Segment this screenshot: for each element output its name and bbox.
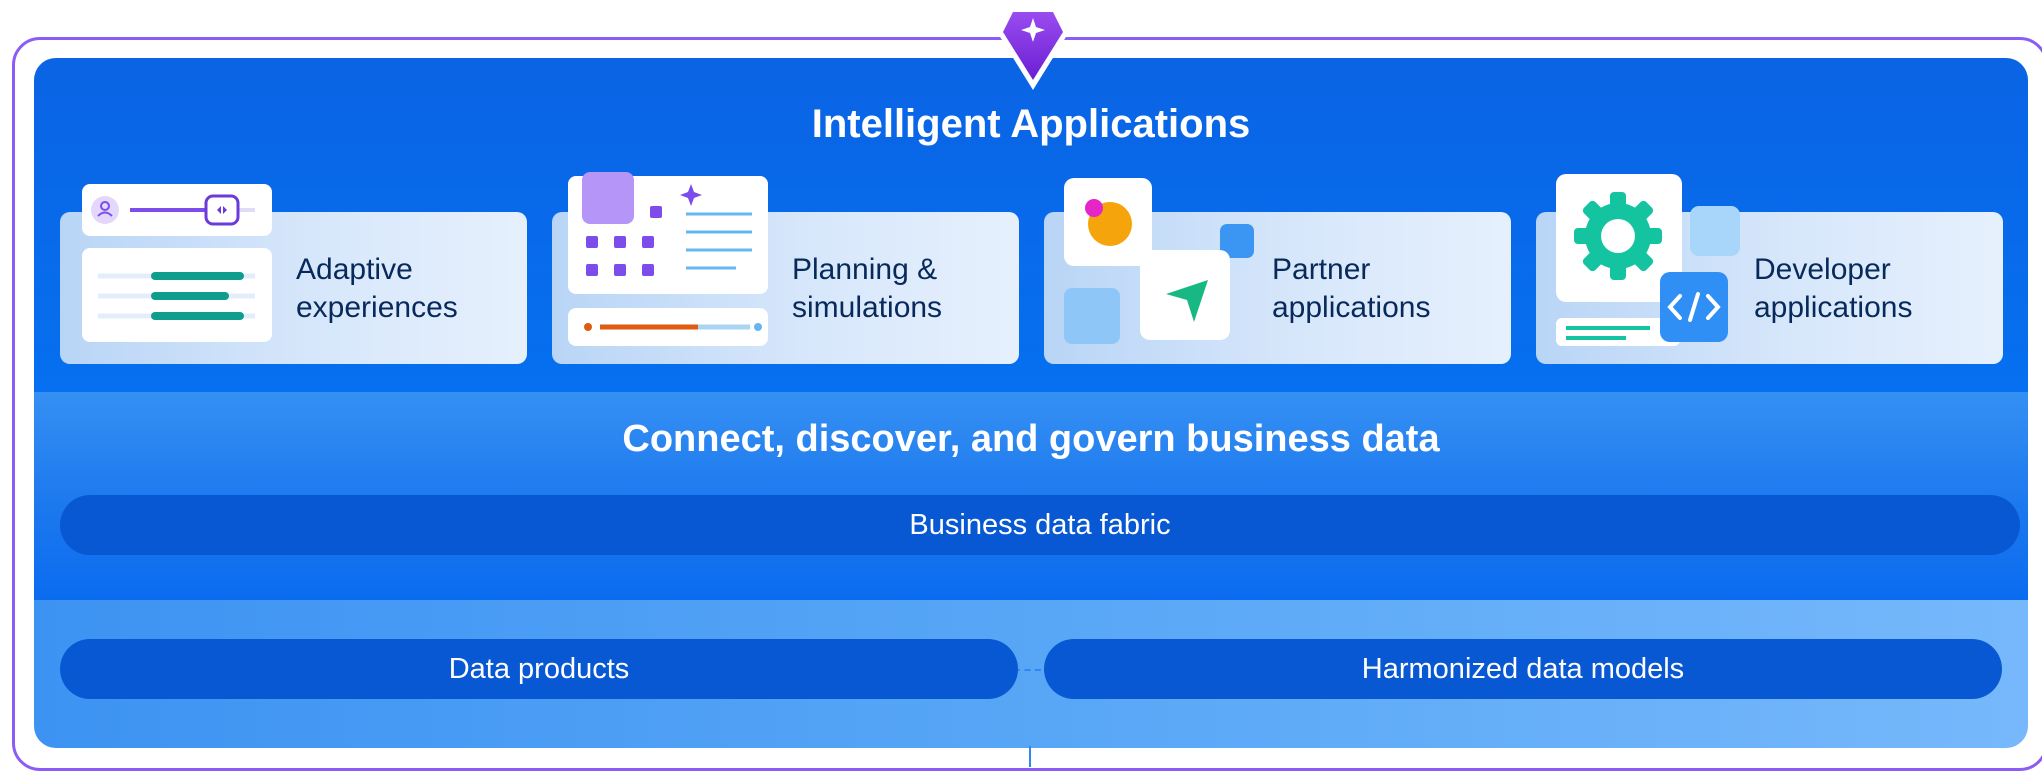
card-label-line2: simulations — [792, 291, 943, 324]
harmonized-data-models-pill: Harmonized data models — [1044, 639, 2002, 699]
adaptive-experiences-icon — [82, 184, 272, 342]
bottom-connector-line — [1029, 746, 1031, 767]
card-adaptive-experiences: Adaptive experiences — [60, 184, 527, 364]
data-products-pill: Data products — [60, 639, 1018, 699]
card-label-line1: Partner — [1272, 253, 1371, 286]
card-label: Developer applications — [1754, 251, 1912, 327]
sparkle-gem-icon — [997, 6, 1069, 90]
card-label: Partner applications — [1272, 251, 1430, 327]
card-label-line1: Adaptive — [296, 253, 413, 286]
architecture-panel: Intelligent Applications Adaptive experi… — [34, 58, 2028, 748]
card-label-line1: Planning & — [792, 253, 938, 286]
card-partner-applications: Partner applications — [1044, 178, 1511, 364]
business-data-fabric-pill: Business data fabric — [60, 495, 2020, 555]
card-developer-applications: Developer applications — [1536, 174, 2003, 364]
data-section-title: Connect, discover, and govern business d… — [622, 418, 1440, 460]
applications-title: Intelligent Applications — [811, 102, 1251, 146]
card-label-line2: applications — [1754, 291, 1913, 324]
card-planning-simulations: Planning & simulations — [552, 172, 1019, 364]
card-label-line1: Developer — [1754, 253, 1891, 286]
partner-send-icon — [1064, 178, 1254, 344]
developer-gear-code-icon — [1556, 174, 1740, 346]
card-label-line2: experiences — [296, 291, 458, 324]
card-label-line2: applications — [1272, 291, 1431, 324]
planning-grid-icon — [568, 172, 768, 346]
card-label: Planning & simulations — [792, 251, 942, 327]
card-label: Adaptive experiences — [296, 251, 458, 327]
